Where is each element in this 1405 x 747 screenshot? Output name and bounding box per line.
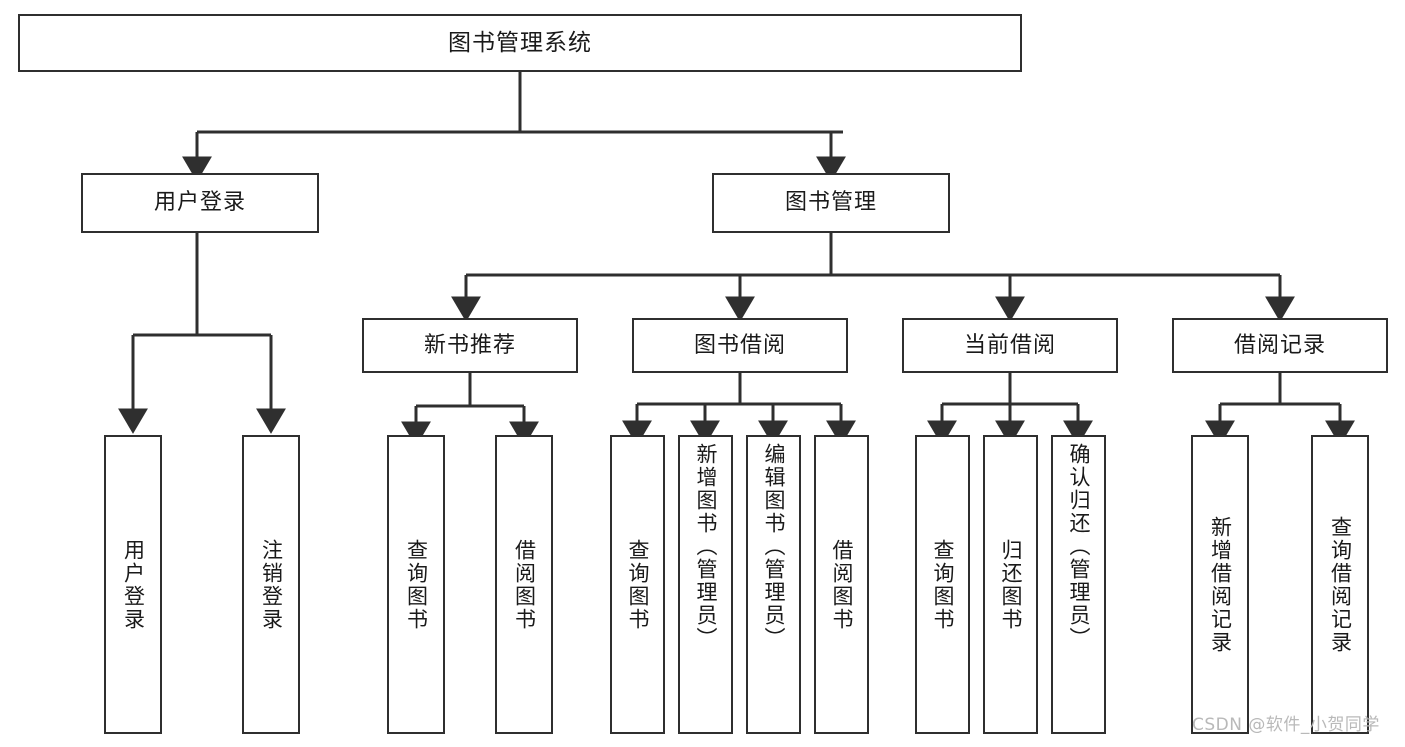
watermark-text: CSDN @软件_小贺同学	[1192, 715, 1380, 735]
leaf-logout-login[interactable]: 注销登录	[242, 435, 300, 734]
leaf-borrow-book-rec-label: 借阅图书	[512, 538, 537, 631]
node-new-book-rec-label: 新书推荐	[423, 332, 516, 358]
leaf-query-borrow-record[interactable]: 查询借阅记录	[1311, 435, 1369, 734]
leaf-query-borrow-record-label: 查询借阅记录	[1328, 515, 1353, 654]
node-new-book-rec[interactable]: 新书推荐	[362, 318, 578, 373]
leaf-return-book[interactable]: 归还图书	[983, 435, 1038, 734]
node-current-borrow-label: 当前借阅	[963, 332, 1056, 358]
leaf-query-book-borrow[interactable]: 查询图书	[610, 435, 665, 734]
leaf-add-book[interactable]: 新增图书（管理员）	[678, 435, 733, 734]
node-current-borrow[interactable]: 当前借阅	[902, 318, 1118, 373]
leaf-return-book-label: 归还图书	[999, 538, 1023, 631]
node-book-manage-label: 图书管理	[784, 190, 877, 216]
leaf-add-borrow-record[interactable]: 新增借阅记录	[1191, 435, 1249, 734]
leaf-query-book-current-label: 查询图书	[931, 538, 955, 631]
leaf-confirm-return[interactable]: 确认归还（管理员）	[1051, 435, 1106, 734]
leaf-user-login[interactable]: 用户登录	[104, 435, 162, 734]
leaf-add-borrow-record-label: 新增借阅记录	[1208, 515, 1233, 654]
node-book-manage[interactable]: 图书管理	[712, 173, 950, 233]
leaf-query-book-rec-label: 查询图书	[404, 538, 429, 631]
leaf-query-book-current[interactable]: 查询图书	[915, 435, 970, 734]
node-book-borrow[interactable]: 图书借阅	[632, 318, 848, 373]
node-user-login-label: 用户登录	[153, 190, 246, 216]
leaf-add-book-label: 新增图书（管理员）	[694, 443, 718, 650]
leaf-logout-login-label: 注销登录	[259, 538, 284, 631]
node-book-borrow-label: 图书借阅	[693, 332, 786, 358]
node-root[interactable]: 图书管理系统	[18, 14, 1022, 72]
node-user-login[interactable]: 用户登录	[81, 173, 319, 233]
node-root-label: 图书管理系统	[448, 29, 592, 56]
leaf-borrow-book-rec[interactable]: 借阅图书	[495, 435, 553, 734]
leaf-confirm-return-label: 确认归还（管理员）	[1067, 443, 1091, 650]
leaf-edit-book-label: 编辑图书（管理员）	[762, 443, 786, 650]
node-borrow-record[interactable]: 借阅记录	[1172, 318, 1388, 373]
leaf-borrow-book[interactable]: 借阅图书	[814, 435, 869, 734]
leaf-user-login-label: 用户登录	[121, 538, 146, 631]
node-borrow-record-label: 借阅记录	[1233, 332, 1326, 358]
leaf-query-book-rec[interactable]: 查询图书	[387, 435, 445, 734]
leaf-edit-book[interactable]: 编辑图书（管理员）	[746, 435, 801, 734]
leaf-borrow-book-label: 借阅图书	[830, 538, 854, 631]
leaf-query-book-borrow-label: 查询图书	[626, 538, 650, 631]
